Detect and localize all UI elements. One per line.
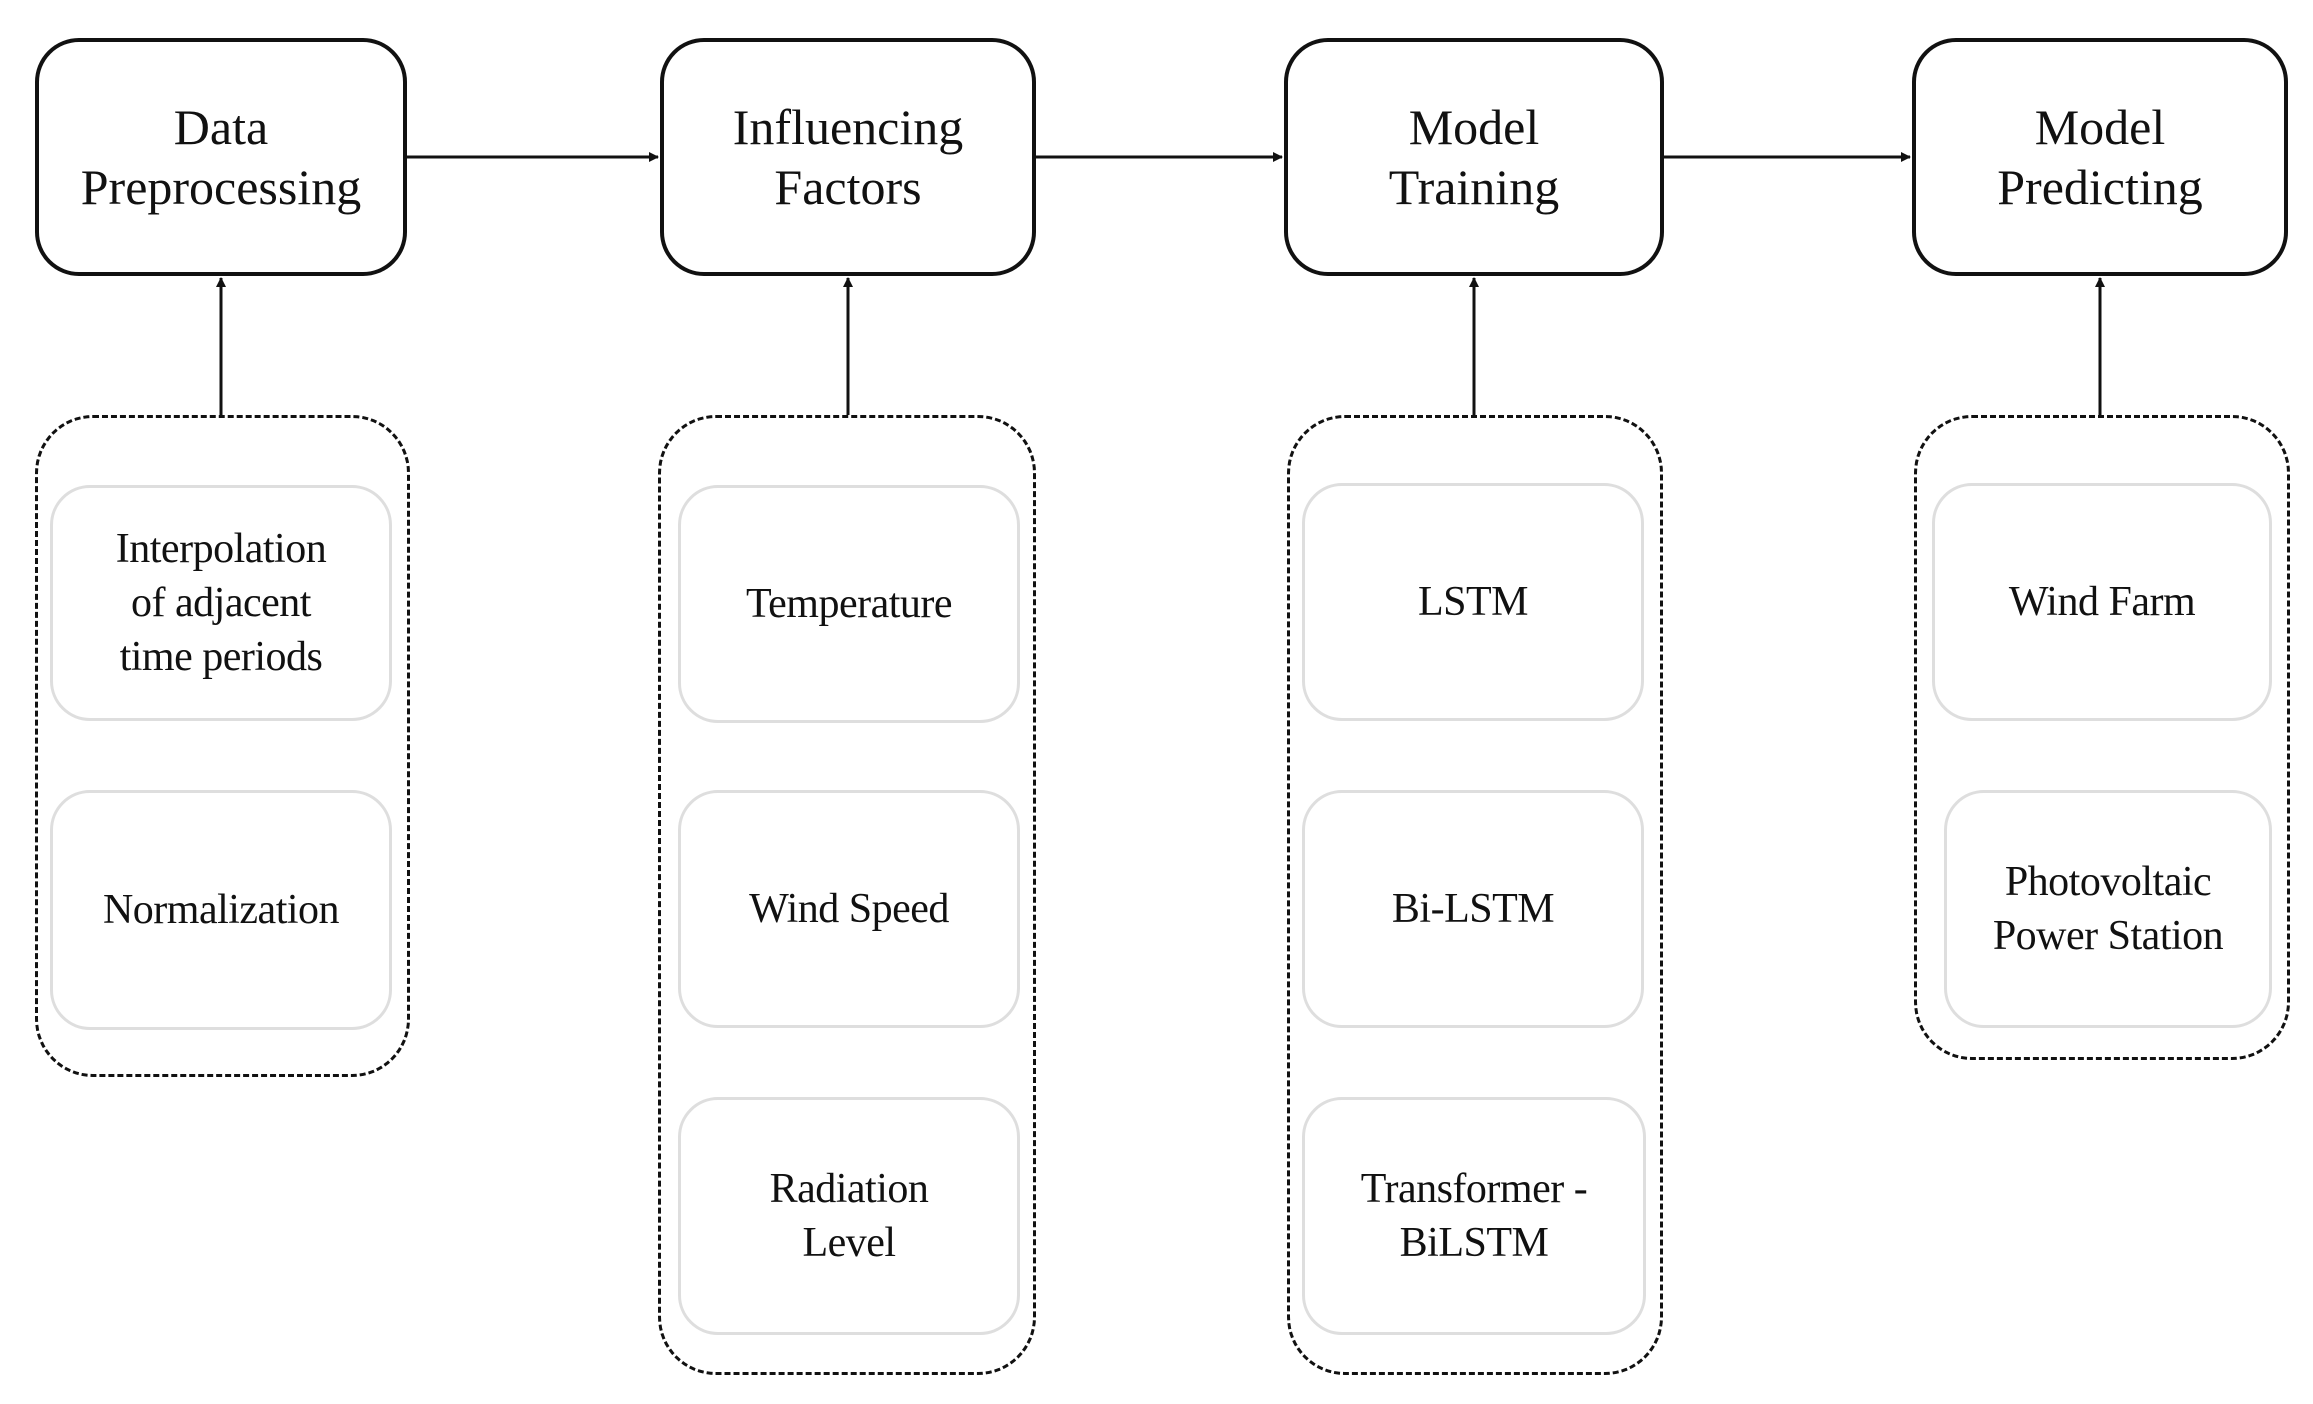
stage-title-line: Factors [774,159,922,215]
item-box: Temperature [678,485,1020,723]
item-box: Interpolation of adjacent time periods [50,485,392,721]
stage-title-line: Preprocessing [80,159,362,215]
item-label-line: Photovoltaic [2004,859,2212,905]
item-box: Normalization [50,790,392,1030]
item-label-line: of adjacent [131,580,311,626]
item-label-line: Level [802,1220,896,1266]
item-label-line: Interpolation [115,526,327,572]
item-box: Wind Farm [1932,483,2272,721]
item-label-line: Power Station [1992,913,2224,959]
item-label-line: time periods [119,634,323,680]
stage-title-line: Model [1408,99,1540,155]
stage-title-line: Model [2034,99,2166,155]
item-label-line: Radiation [769,1166,929,1212]
stage-title-line: Influencing [732,99,964,155]
stage-title-line: Predicting [1997,159,2203,215]
item-box: Transformer - BiLSTM [1302,1097,1646,1335]
stage-title-line: Data [173,99,269,155]
item-label-line: Wind Speed [749,886,949,932]
item-box: LSTM [1302,483,1644,721]
stage-title-line: Training [1388,159,1560,215]
item-label-line: LSTM [1417,579,1529,625]
item-label-line: Temperature [745,581,953,627]
item-label-line: Transformer - [1360,1166,1588,1212]
item-box: Bi-LSTM [1302,790,1644,1028]
item-box: Wind Speed [678,790,1020,1028]
item-label-line: BiLSTM [1399,1220,1549,1266]
item-label-line: Bi-LSTM [1391,886,1555,932]
item-label-line: Wind Farm [2008,579,2196,625]
item-label-line: Normalization [102,887,340,933]
